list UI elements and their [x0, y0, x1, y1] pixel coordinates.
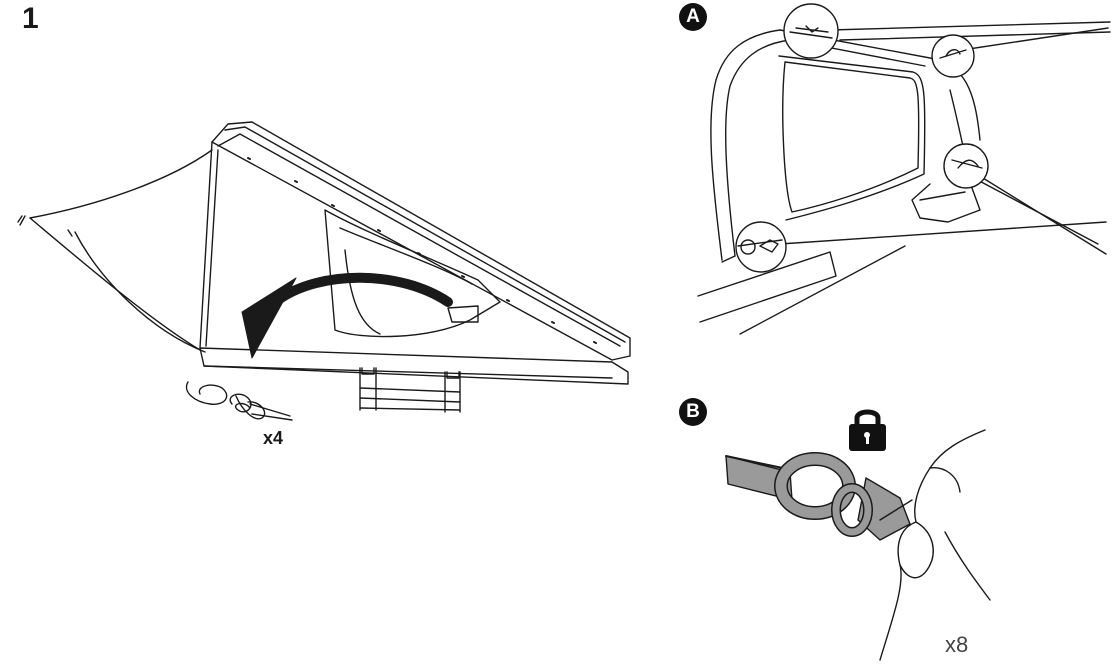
step-number: 1	[22, 2, 39, 35]
panel-a-drawing	[697, 3, 1111, 335]
panel-b-badge: B	[679, 398, 707, 426]
tent-quantity-label: x4	[263, 428, 284, 448]
padlock-icon	[849, 409, 886, 451]
rooftop-tent-drawing	[17, 121, 631, 421]
panel-b-drawing	[725, 429, 991, 661]
clip-quantity-label: x8	[945, 632, 969, 657]
panel-a-badge: A	[679, 3, 707, 31]
